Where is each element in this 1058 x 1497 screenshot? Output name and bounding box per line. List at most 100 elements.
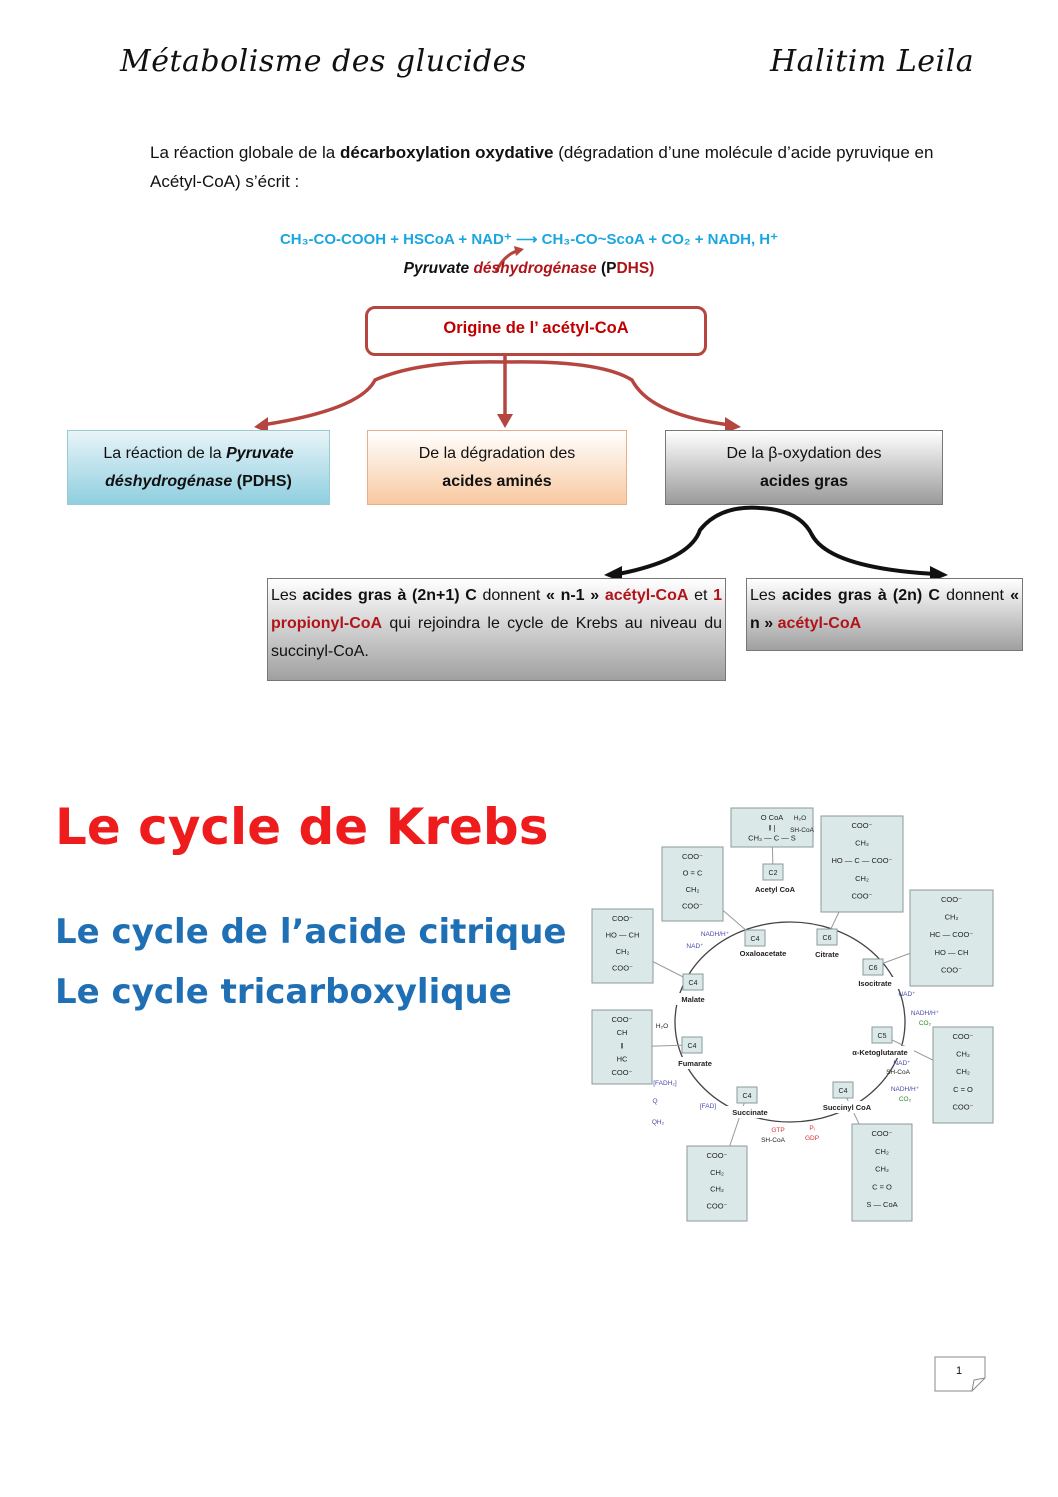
carbon-count-box (736, 1086, 758, 1104)
cofactor-label: [FADH₂] (653, 1080, 677, 1087)
structure-formula: COO⁻ (706, 1151, 727, 1160)
cofactor-label: GTP (771, 1127, 784, 1134)
structure-formula: CH₂ (875, 1147, 889, 1156)
structure-formula: CH₂ (956, 1067, 970, 1076)
cofactor-label: NAD⁺ (686, 943, 704, 950)
intermediate-name: Fumarate (678, 1059, 712, 1068)
carbon-count-box (682, 973, 704, 991)
cycle-ring (674, 921, 906, 1123)
structure-formula: HC — COO⁻ (930, 930, 974, 939)
carbon-count: C4 (743, 1093, 752, 1100)
structure-formula: C = O (872, 1182, 892, 1191)
structure-formula: COO⁻ (952, 1102, 973, 1111)
carbon-count: C4 (839, 1088, 848, 1095)
intro-paragraph: La réaction globale de la décarboxylatio… (150, 138, 940, 196)
intro-bold: décarboxylation oxydative (339, 143, 554, 162)
origin-acetyl-coa-box: Origine de l’ acétyl-CoA (365, 306, 707, 356)
reaction-arrow: ⟶ (515, 231, 538, 248)
enzyme-arrow-icon (494, 246, 524, 273)
header-author: Halitim Leila (770, 44, 975, 79)
cofactor-label: NAD⁺ (898, 991, 916, 998)
structure-formula: CH₂ (945, 913, 959, 922)
structure-formula: C = O (953, 1085, 973, 1094)
structure-formula: CH₂ (710, 1185, 724, 1194)
structure-formula: COO⁻ (682, 902, 703, 911)
intro-text: La réaction globale de la (150, 143, 340, 162)
structure-formula: CH₂ (686, 885, 700, 894)
name-bg (661, 1057, 729, 1069)
structure-formula: CH₃ — C — S (748, 834, 796, 843)
structure-formula: COO⁻ (612, 964, 633, 973)
structure-box (851, 1123, 913, 1222)
krebs-title: Le cycle de Krebs (55, 798, 549, 856)
intermediate-name: Acetyl CoA (755, 885, 796, 894)
name-bg (729, 947, 797, 959)
structure-formula: CH₂ (855, 874, 869, 883)
structure-formula: HC (617, 1055, 628, 1064)
structure-formula: COO⁻ (851, 891, 872, 900)
cofactor-label: NADH/H⁺ (911, 1010, 940, 1017)
name-bg (793, 948, 861, 960)
cofactor-label: SH-CoA (790, 827, 815, 834)
structure-formula: CH₂ (956, 1050, 970, 1059)
structure-formula: HO — C — COO⁻ (831, 856, 892, 865)
carbon-count-box (681, 1036, 703, 1054)
header-title: Métabolisme des glucides (120, 44, 527, 79)
cofactor-label: QH₂ (652, 1119, 665, 1126)
carbon-count: C4 (689, 980, 698, 987)
structure-formula: CH₂ (616, 947, 630, 956)
structure-formula: ‖ (620, 1041, 623, 1050)
cofactor-label: [FAD] (700, 1103, 716, 1110)
cofactor-label: H₂O (656, 1023, 668, 1030)
odd-fatty-acids-box: Les acides gras à (2n+1) C donnent « n-1… (267, 578, 726, 681)
carbon-count: C5 (878, 1033, 887, 1040)
structure-box (591, 1009, 653, 1085)
structure-formula: COO⁻ (706, 1201, 727, 1210)
intermediate-name: Citrate (815, 950, 839, 959)
intermediate-name: Isocitrate (858, 979, 891, 988)
cofactor-label: NAD⁺ (893, 1060, 911, 1067)
structure-formula: COO⁻ (611, 1068, 632, 1077)
source-pdhs-box: La réaction de la Pyruvate déshydrogénas… (67, 430, 330, 505)
cofactor-label: GDP (805, 1135, 819, 1142)
cofactor-label: SH-CoA (886, 1069, 911, 1076)
structure-box (686, 1145, 748, 1222)
enzyme-name-a: Pyruvate (403, 260, 474, 277)
even-fatty-acids-box: Les acides gras à (2n) C donnent « n » a… (746, 578, 1023, 651)
carbon-count: C6 (869, 965, 878, 972)
structure-box (591, 908, 654, 984)
enzyme-label: Pyruvate déshydrogénase (PDHS) (0, 260, 1058, 278)
cofactor-label: CO₂ (899, 1096, 912, 1103)
carbon-count-box (871, 1026, 893, 1044)
intermediate-name: Succinate (732, 1108, 767, 1117)
structure-formula: CH (617, 1028, 628, 1037)
structure-formula: CH₂ (875, 1165, 889, 1174)
cofactor-label: NADH/H⁺ (701, 931, 730, 938)
structure-box (730, 807, 814, 848)
structure-formula: COO⁻ (952, 1032, 973, 1041)
carbon-count: C4 (751, 936, 760, 943)
krebs-subtitle-tricarboxylic: Le cycle tricarboxylique (55, 972, 512, 1012)
structure-formula: COO⁻ (851, 821, 872, 830)
enzyme-name-b: déshydrogénase (473, 260, 597, 277)
name-bg (841, 977, 909, 989)
name-bg (659, 993, 727, 1005)
structure-formula: COO⁻ (871, 1129, 892, 1138)
cofactor-label: Pᵢ (809, 1125, 814, 1132)
intermediate-name: Oxaloacetate (740, 949, 787, 958)
structure-formula: HO — CH (606, 931, 640, 940)
structure-box (820, 815, 904, 913)
cofactor-label: NADH/H⁺ (891, 1086, 920, 1093)
cofactor-label: Q (652, 1098, 657, 1105)
structure-formula: COO⁻ (611, 1015, 632, 1024)
flow-arrows (254, 356, 948, 582)
intro-text-end: (dégradation d’une molécule d’acide pyru… (150, 143, 934, 191)
carbon-count-box (762, 863, 784, 881)
structure-formula: S — CoA (866, 1200, 897, 1209)
structure-formula: O CoA (761, 813, 784, 822)
enzyme-abbr: (PDHS) (596, 260, 655, 277)
krebs-subtitle-citric: Le cycle de l’acide citrique (55, 912, 567, 952)
